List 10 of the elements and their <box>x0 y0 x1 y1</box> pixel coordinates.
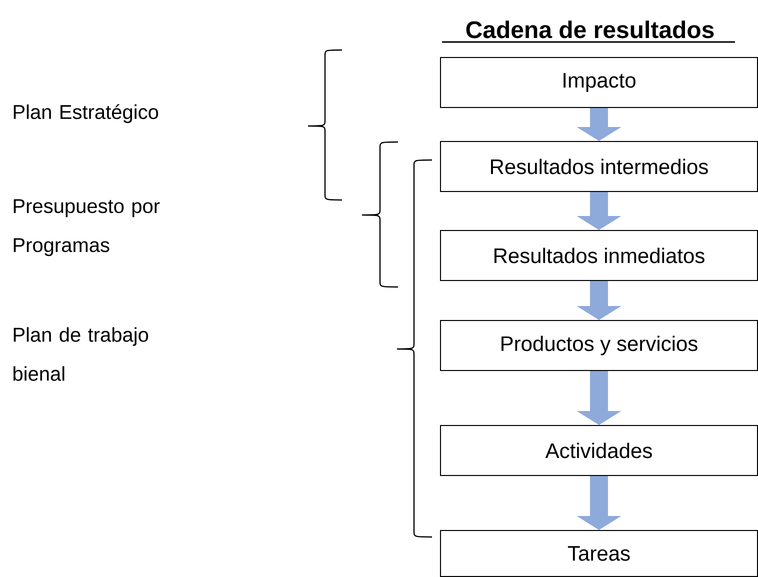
side-label: Plan Estratégico <box>14 104 158 124</box>
process-box: Resultados intermedios <box>440 141 758 192</box>
process-box: Tareas <box>440 530 758 577</box>
title: Cadena de resultados <box>442 20 735 43</box>
process-box: Resultados inmediatos <box>440 230 758 281</box>
process-box: Actividades <box>440 425 758 476</box>
side-label: Plan de trabajo bienal <box>14 327 148 381</box>
process-box: Productos y servicios <box>440 320 758 371</box>
process-box: Impacto <box>440 57 758 108</box>
side-label: Presupuesto por Programas <box>14 199 160 256</box>
